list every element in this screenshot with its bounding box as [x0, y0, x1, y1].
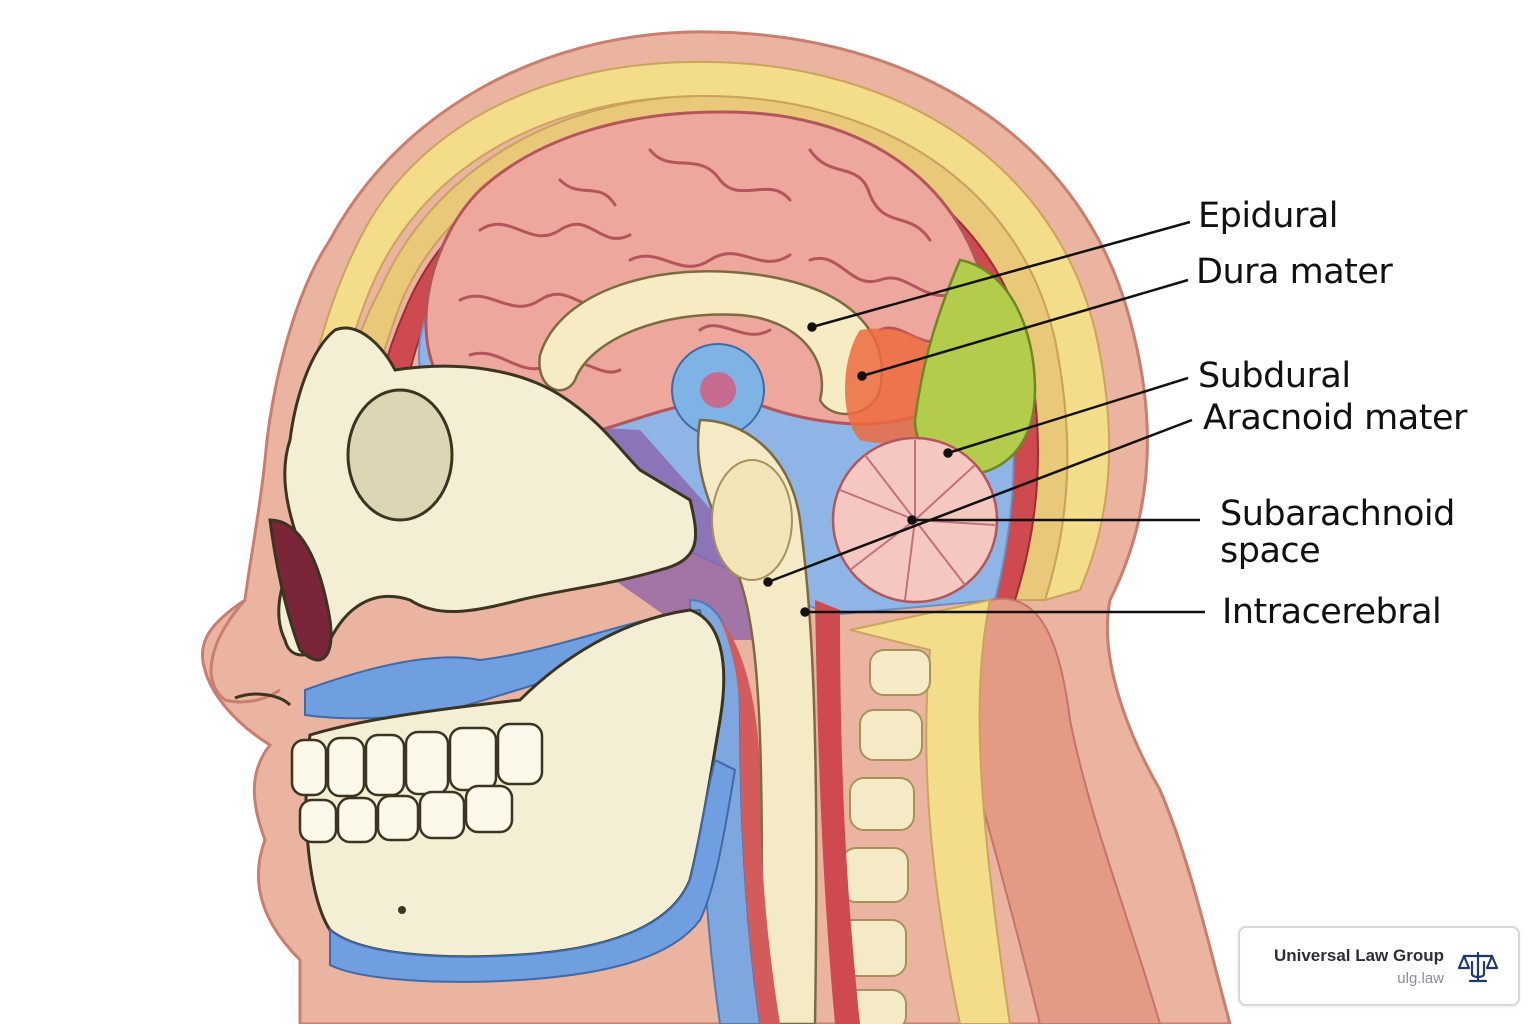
thalamus-core [700, 372, 736, 408]
nasal-cavity [268, 518, 333, 662]
arbor-vitae [839, 440, 996, 601]
gyri-folds [458, 148, 952, 374]
badge-url: ulg.law [1397, 970, 1444, 987]
leader-epidural [811, 220, 1191, 329]
mandible-blue-layer [329, 758, 737, 983]
mental-foramen [398, 906, 406, 914]
leader-subdural [947, 376, 1189, 455]
scales-of-justice-icon [1457, 951, 1499, 983]
label-intracerebral: Intracerebral [1222, 592, 1442, 632]
label-arachnoid-mater: Aracnoid mater [1203, 398, 1467, 438]
spine-yellow-layer [849, 598, 1012, 1024]
leader-dura [861, 278, 1189, 378]
label-subarachnoid-space: Subarachnoid space [1220, 494, 1455, 571]
label-epidural: Epidural [1198, 196, 1339, 236]
eye-socket [346, 388, 454, 522]
nostril [234, 692, 292, 707]
pons [711, 459, 793, 581]
spinal-dura-red [815, 600, 860, 1024]
label-subdural: Subdural [1198, 356, 1351, 396]
pharynx-red [720, 620, 780, 1024]
teeth [290, 722, 544, 844]
corpus-callosum [538, 269, 884, 416]
nose-skin [209, 599, 281, 704]
leader-arachnoid [767, 418, 1193, 584]
cervical-vertebrae [835, 649, 931, 1024]
badge-company-name: Universal Law Group [1273, 946, 1444, 965]
leader-lines [763, 220, 1205, 617]
label-dura-mater: Dura mater [1196, 252, 1393, 292]
law-group-badge[interactable]: Universal Law Group ulg.law [1238, 926, 1520, 1006]
